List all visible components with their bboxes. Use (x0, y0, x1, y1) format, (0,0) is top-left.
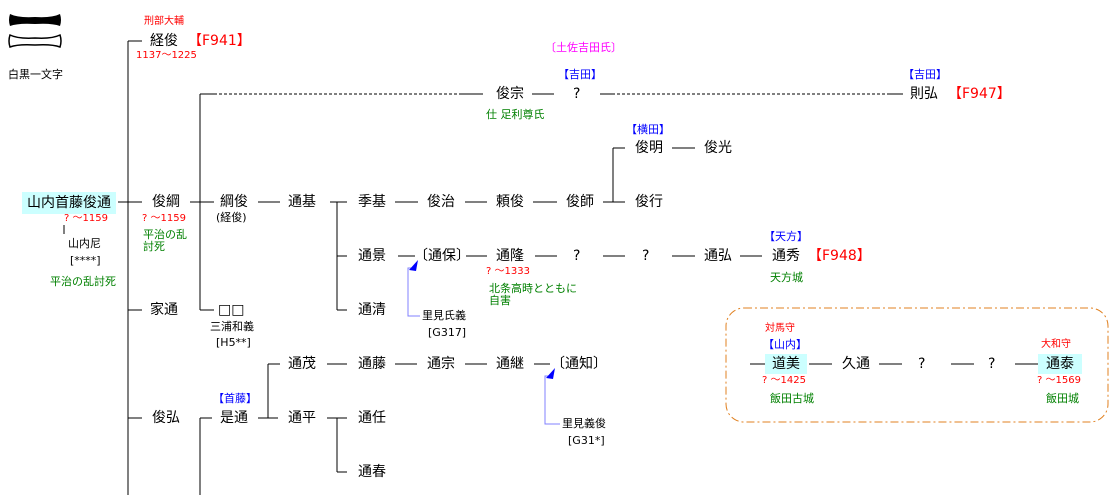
arrow-head-2 (546, 368, 555, 379)
person-unknown: ? (918, 356, 926, 372)
alias-label: (経俊) (216, 211, 247, 224)
clan-label: 【吉田】 (558, 68, 602, 81)
person-michikiyo[interactable]: 通清 (358, 302, 386, 318)
title-label: 大和守 (1041, 339, 1071, 350)
person-michitsugu[interactable]: 通継 (496, 356, 524, 372)
person-michimoto[interactable]: 通基 (288, 194, 316, 210)
person-hisamichi[interactable]: 久通 (842, 356, 870, 372)
ref-link-f947[interactable]: 【F947】 (948, 86, 1011, 102)
person-toshimoro[interactable]: 俊師 (566, 194, 594, 210)
note-label: 北条高時とともに自害 (489, 282, 577, 307)
note-label: 平治の乱討死 (143, 228, 187, 253)
clan-label: 【山内】 (763, 338, 807, 351)
dates-label: ? 〜1425 (762, 375, 806, 386)
person-toshimune[interactable]: 俊宗 (496, 86, 524, 102)
person-unknown: ? (988, 356, 996, 372)
person-michiyasu-yamato[interactable]: 通泰 (1038, 354, 1082, 374)
person-michihiro[interactable]: 通弘 (704, 248, 732, 264)
ref-link-f948[interactable]: 【F948】 (808, 248, 871, 264)
ref-link-f941[interactable]: 【F941】 (188, 33, 251, 49)
person-michitomo[interactable]: 〔通知〕 (551, 356, 607, 372)
clan-label: 【天方】 (764, 230, 808, 243)
person-yamanouchi-ama[interactable]: 山内尼 (68, 237, 101, 250)
dates-label: ? 〜1333 (486, 266, 530, 277)
person-michiharu[interactable]: 通春 (358, 464, 386, 480)
person-michihide[interactable]: 通秀 (772, 248, 800, 264)
dates-label: ? 〜1569 (1037, 375, 1081, 386)
person-michishige[interactable]: 通茂 (288, 356, 316, 372)
person-root-toshimichi[interactable]: 山内首藤俊通 (22, 192, 116, 214)
person-michifuji[interactable]: 通藤 (358, 356, 386, 372)
person-tsunatoshi[interactable]: 綱俊 (220, 194, 248, 210)
person-unknown: ? (573, 86, 581, 102)
person-norihiro[interactable]: 則弘 (910, 86, 938, 102)
person-michihira[interactable]: 通平 (288, 410, 316, 426)
person-satomi-ujiyoshi[interactable]: 里見氏義 (422, 309, 466, 322)
arrow-head-1 (409, 260, 418, 271)
person-toshiaki[interactable]: 俊明 (635, 140, 663, 156)
clan-label: 【横田】 (626, 123, 670, 136)
person-suemoto[interactable]: 季基 (358, 194, 386, 210)
note-label: 仕 足利尊氏 (486, 108, 545, 121)
title-label: 刑部大輔 (144, 16, 184, 27)
castle-label: 飯田古城 (770, 392, 814, 405)
person-unknown: ? (642, 248, 650, 264)
person-michikage[interactable]: 通景 (358, 248, 386, 264)
title-label: 対馬守 (765, 323, 795, 334)
clan-label: 【首藤】 (213, 392, 257, 405)
note-label: 三浦和義 (210, 320, 254, 333)
dates-label: 1137〜1225 (136, 50, 197, 61)
person-toshihiro[interactable]: 俊弘 (152, 410, 180, 426)
person-toshitsuna[interactable]: 俊綱 (152, 194, 180, 210)
note-label: 平治の乱討死 (50, 275, 116, 288)
person-toshiyuki[interactable]: 俊行 (635, 194, 663, 210)
person-ieyuki[interactable]: 家通 (150, 302, 178, 318)
person-satomi-yoshitoshi[interactable]: 里見義俊 (562, 417, 606, 430)
castle-label: 天方城 (770, 271, 803, 284)
person-unknown: ? (573, 248, 581, 264)
ref-label: [H5**] (216, 336, 251, 349)
ref-label: [G317] (428, 326, 467, 339)
person-michiyasu[interactable]: 〔通保〕 (414, 248, 470, 264)
dates-label: ? 〜1159 (64, 213, 108, 224)
castle-label: 飯田城 (1046, 392, 1079, 405)
adoption-arrow-1 (407, 267, 420, 317)
clan-group-label: 〔土佐吉田氏〕 (545, 41, 622, 54)
person-michito[interactable]: 通任 (358, 410, 386, 426)
person-yoritoshi[interactable]: 頼俊 (496, 194, 524, 210)
person-tsunetoshi[interactable]: 経俊 (150, 33, 178, 49)
yamanouchi-group-box (725, 307, 1109, 423)
person-doumi[interactable]: 道美 (765, 354, 807, 374)
ref-label: [G31*] (568, 434, 605, 447)
person-michimune[interactable]: 通宗 (427, 356, 455, 372)
crest-label: 白黒一文字 (8, 68, 63, 81)
adoption-arrow-2 (544, 375, 560, 425)
person-michitaka[interactable]: 通隆 (496, 248, 524, 264)
person-toshiharu[interactable]: 俊治 (427, 194, 455, 210)
person-unknown-box[interactable]: □□ (218, 302, 245, 318)
clan-label: 【吉田】 (903, 68, 947, 81)
dates-label: ? 〜1159 (142, 213, 186, 224)
shiro-kuro-ichimonji-crest-icon (8, 14, 62, 48)
person-toshimitsu[interactable]: 俊光 (704, 140, 732, 156)
person-koremichi[interactable]: 是通 (220, 410, 248, 426)
ref-label: [****] (70, 254, 101, 267)
